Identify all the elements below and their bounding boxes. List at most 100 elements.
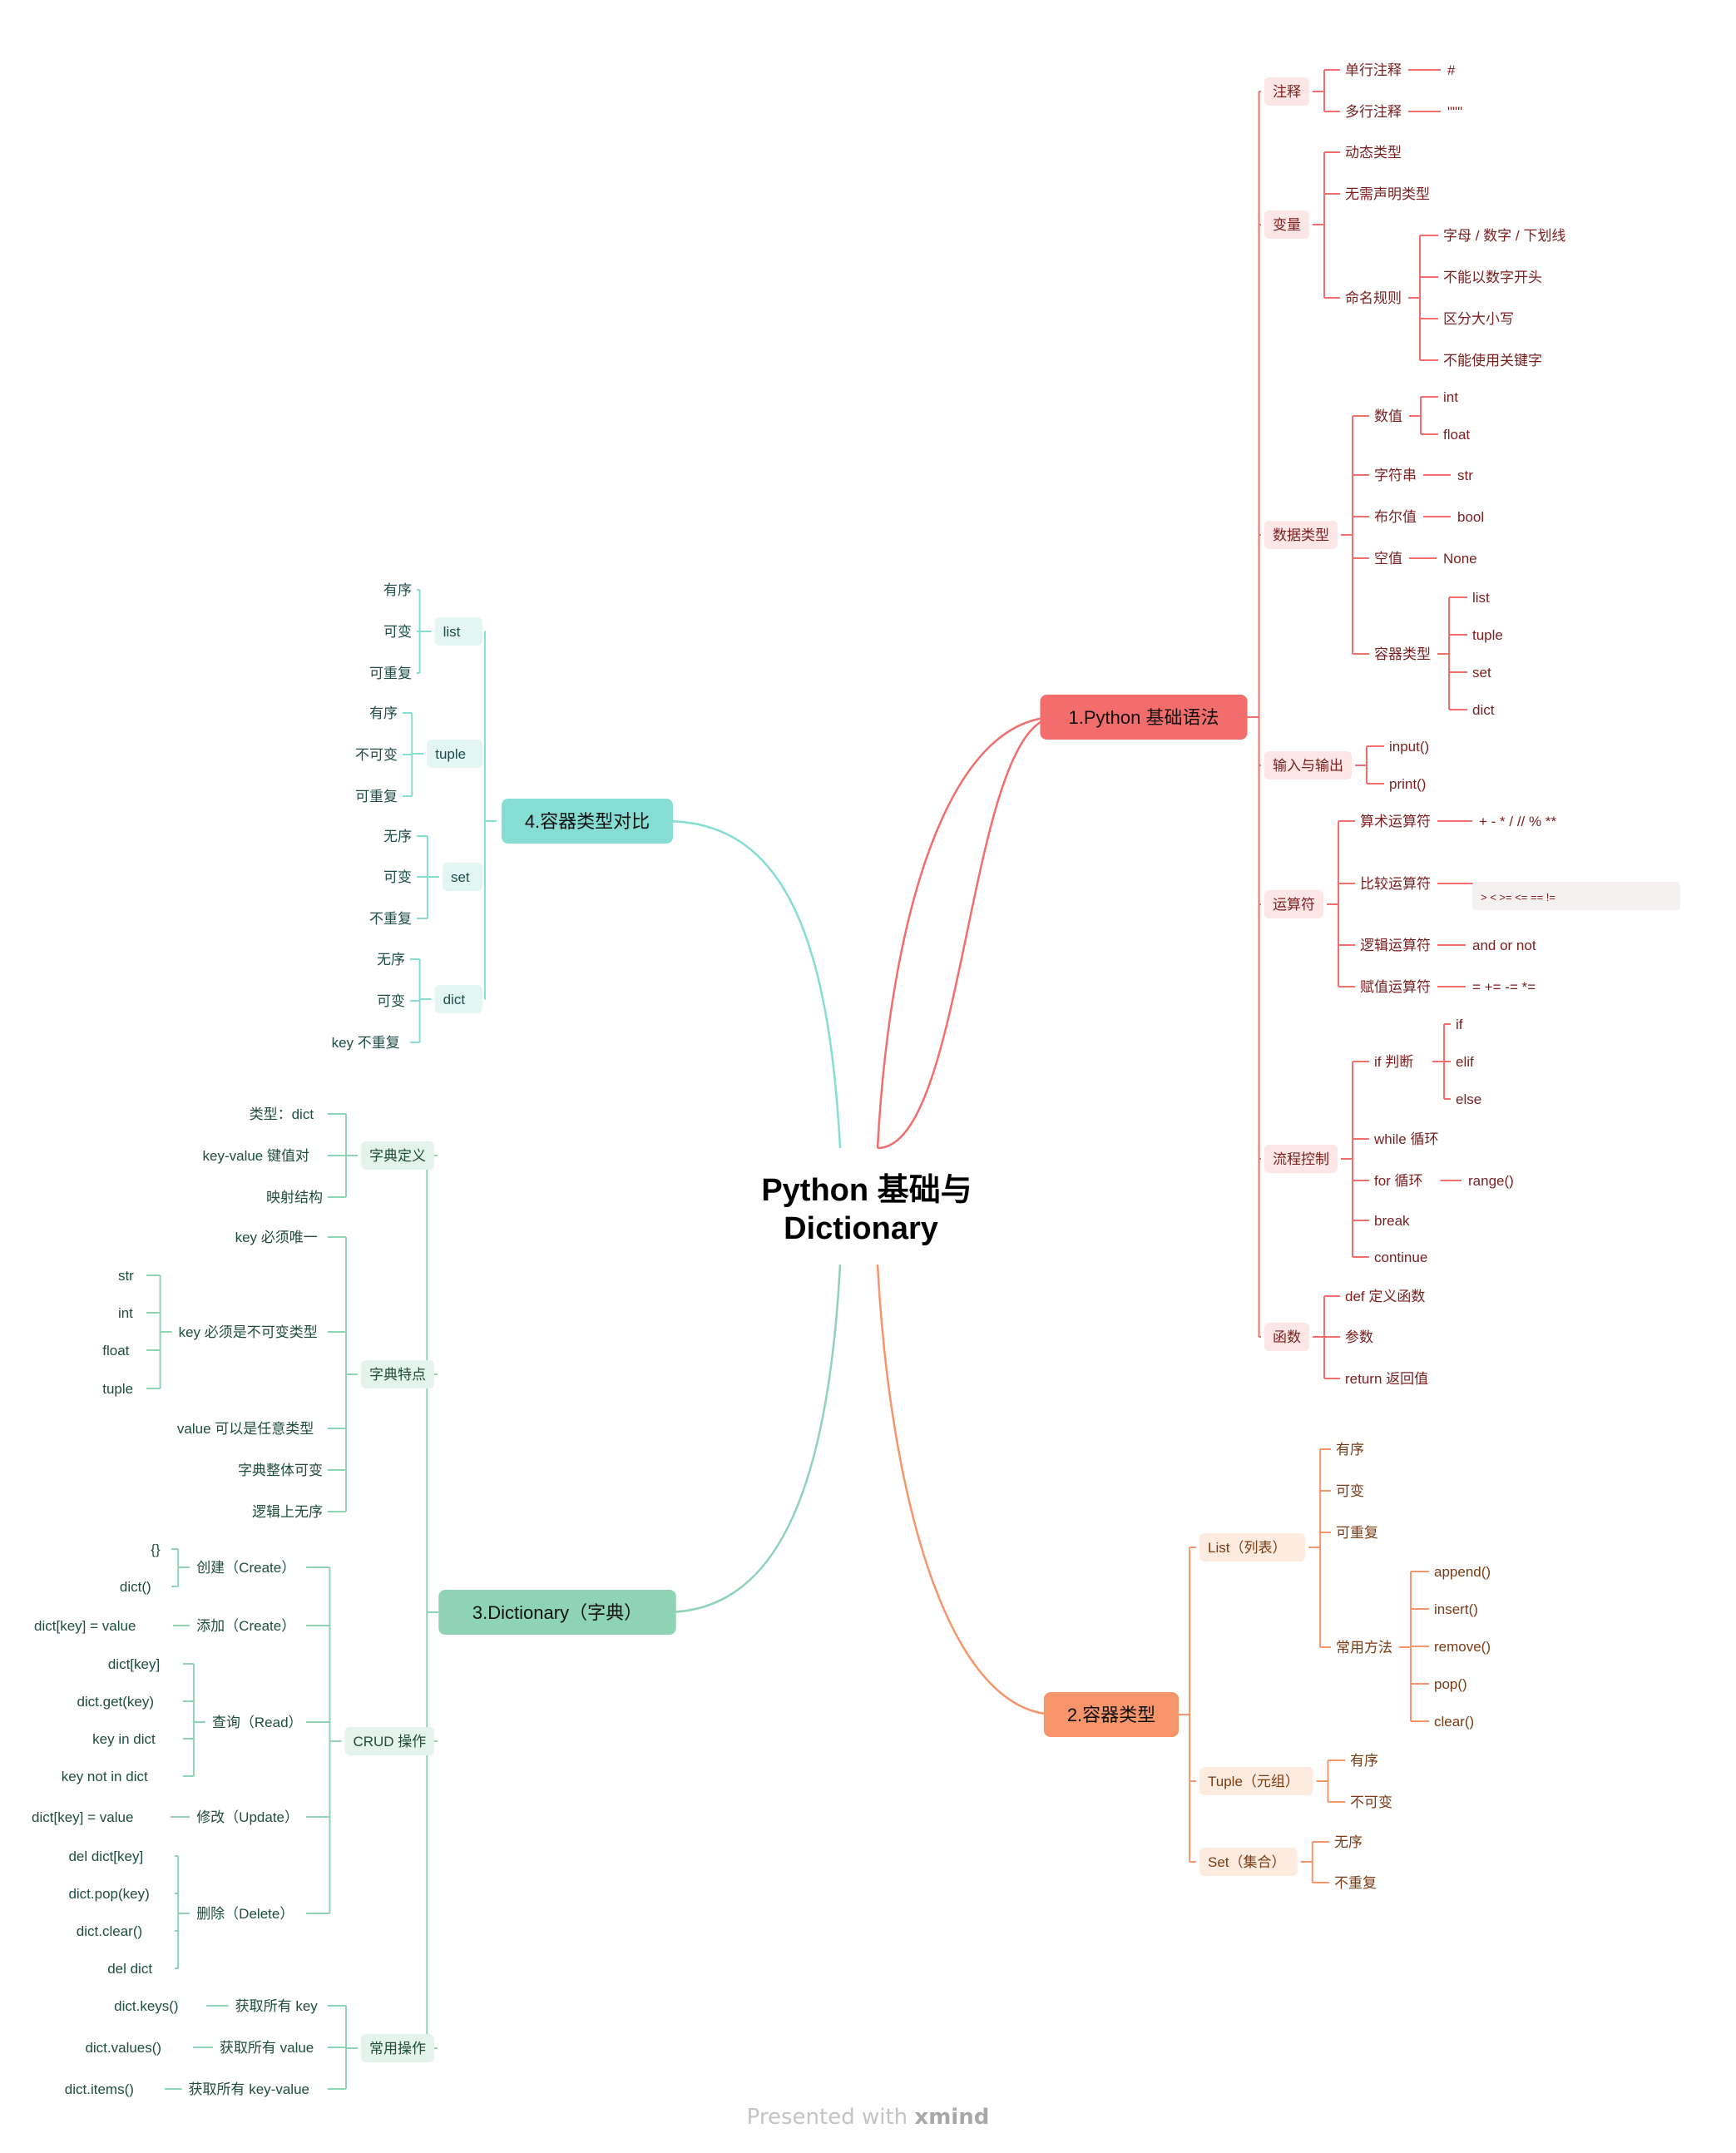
leaf-topic[interactable]: str <box>118 1268 134 1284</box>
leaf-topic[interactable]: 参数 <box>1345 1329 1373 1345</box>
leaf-topic[interactable]: 有序 <box>369 705 398 721</box>
leaf-topic[interactable]: 获取所有 value <box>220 2040 314 2056</box>
leaf-topic[interactable]: while 循环 <box>1373 1131 1438 1147</box>
leaf-topic[interactable]: insert() <box>1434 1601 1478 1617</box>
leaf-topic[interactable]: key 必须是不可变类型 <box>179 1324 318 1340</box>
subtopic[interactable]: 数据类型 <box>1264 521 1338 549</box>
leaf-topic[interactable]: 删除（Delete） <box>196 1906 294 1922</box>
subtopic[interactable]: 变量 <box>1264 210 1309 239</box>
subtopic[interactable]: 流程控制 <box>1264 1145 1338 1173</box>
leaf-topic[interactable]: range() <box>1468 1173 1514 1189</box>
leaf-topic[interactable]: dict[key] = value <box>34 1618 136 1634</box>
leaf-topic[interactable]: pop() <box>1434 1676 1467 1692</box>
leaf-topic[interactable]: set <box>1472 665 1491 681</box>
subtopic[interactable]: 输入与输出 <box>1264 751 1352 780</box>
leaf-topic[interactable]: 有序 <box>383 582 412 598</box>
leaf-topic[interactable]: 修改（Update） <box>196 1809 299 1825</box>
leaf-topic[interactable]: 不重复 <box>1334 1875 1377 1891</box>
leaf-topic[interactable]: dict() <box>120 1579 151 1595</box>
subtopic[interactable]: Set（集合） <box>1199 1848 1298 1876</box>
leaf-topic[interactable]: 查询（Read） <box>212 1715 303 1730</box>
leaf-topic[interactable]: dict.get(key) <box>77 1694 154 1710</box>
leaf-topic[interactable]: 可变 <box>383 869 412 885</box>
leaf-topic[interactable]: 字母 / 数字 / 下划线 <box>1443 228 1565 244</box>
leaf-topic[interactable]: 区分大小写 <box>1443 311 1514 327</box>
leaf-topic[interactable]: int <box>118 1305 133 1321</box>
leaf-topic[interactable]: {} <box>151 1542 161 1557</box>
subtopic[interactable]: 常用操作 <box>361 2034 434 2062</box>
leaf-topic[interactable]: 赋值运算符 <box>1360 979 1431 995</box>
leaf-topic[interactable]: key-value 键值对 <box>203 1148 309 1164</box>
leaf-topic[interactable]: 常用方法 <box>1336 1640 1392 1656</box>
leaf-topic[interactable]: dict.pop(key) <box>68 1886 149 1902</box>
leaf-topic[interactable]: print() <box>1389 776 1426 792</box>
leaf-topic[interactable]: if 判断 <box>1374 1054 1413 1070</box>
leaf-topic[interactable]: value 可以是任意类型 <box>177 1421 314 1437</box>
leaf-topic[interactable]: > < >= <= == != <box>1472 882 1680 910</box>
leaf-topic[interactable]: + - * / // % ** <box>1479 814 1556 829</box>
subtopic[interactable]: 注释 <box>1264 77 1309 106</box>
leaf-topic[interactable]: dict.items() <box>65 2081 134 2097</box>
leaf-topic[interactable]: 可重复 <box>1336 1525 1378 1541</box>
leaf-topic[interactable]: remove() <box>1434 1639 1491 1655</box>
leaf-topic[interactable]: 无序 <box>383 829 412 844</box>
main-topic-2[interactable]: 2.容器类型 <box>1043 1692 1180 1737</box>
leaf-topic[interactable]: 有序 <box>1336 1442 1364 1458</box>
leaf-topic[interactable]: # <box>1447 62 1456 78</box>
leaf-topic[interactable]: 不可变 <box>1350 1794 1392 1810</box>
subtopic[interactable]: CRUD 操作 <box>344 1727 434 1755</box>
leaf-topic[interactable]: 可变 <box>383 624 412 640</box>
leaf-topic[interactable]: key 不重复 <box>332 1035 400 1051</box>
main-topic-3[interactable]: 3.Dictionary（字典） <box>438 1590 676 1635</box>
leaf-topic[interactable]: 添加（Create） <box>196 1618 295 1634</box>
leaf-topic[interactable]: 逻辑运算符 <box>1360 938 1431 953</box>
leaf-topic[interactable]: 数值 <box>1374 408 1402 424</box>
leaf-topic[interactable]: 映射结构 <box>266 1190 323 1205</box>
leaf-topic[interactable]: 逻辑上无序 <box>252 1504 323 1520</box>
leaf-topic[interactable]: 命名规则 <box>1345 290 1402 306</box>
leaf-topic[interactable]: 创建（Create） <box>196 1560 295 1576</box>
leaf-topic[interactable]: dict <box>1472 702 1495 718</box>
leaf-topic[interactable]: clear() <box>1434 1714 1474 1730</box>
leaf-topic[interactable]: int <box>1443 389 1458 405</box>
leaf-topic[interactable]: dict.clear() <box>77 1923 142 1939</box>
leaf-topic[interactable]: continue <box>1374 1250 1427 1265</box>
leaf-topic[interactable]: float <box>1443 427 1470 443</box>
leaf-topic[interactable]: del dict[key] <box>68 1849 143 1864</box>
subtopic[interactable]: List（列表） <box>1199 1533 1306 1562</box>
leaf-topic[interactable]: and or not <box>1472 938 1536 953</box>
subtopic[interactable]: tuple <box>427 740 482 768</box>
subtopic[interactable]: 运算符 <box>1264 890 1323 918</box>
leaf-topic[interactable]: append() <box>1434 1564 1491 1580</box>
leaf-topic[interactable]: dict[key] = value <box>32 1809 133 1825</box>
subtopic[interactable]: dict <box>434 985 482 1013</box>
leaf-topic[interactable]: for 循环 <box>1374 1173 1423 1189</box>
subtopic[interactable]: list <box>434 617 482 646</box>
leaf-topic[interactable]: dict[key] <box>108 1656 160 1672</box>
leaf-topic[interactable]: float <box>102 1343 129 1359</box>
leaf-topic[interactable]: 容器类型 <box>1374 646 1431 662</box>
leaf-topic[interactable]: 不重复 <box>369 911 412 927</box>
leaf-topic[interactable]: 不可变 <box>355 747 398 763</box>
main-topic-1[interactable]: 1.Python 基础语法 <box>1040 695 1248 740</box>
leaf-topic[interactable]: = += -= *= <box>1472 979 1536 995</box>
subtopic[interactable]: Tuple（元组） <box>1199 1767 1313 1795</box>
leaf-topic[interactable]: 算术运算符 <box>1360 814 1431 829</box>
leaf-topic[interactable]: key not in dict <box>62 1769 148 1784</box>
leaf-topic[interactable]: dict.values() <box>85 2040 161 2056</box>
leaf-topic[interactable]: 无序 <box>377 952 405 968</box>
leaf-topic[interactable]: 类型：dict <box>250 1106 314 1122</box>
leaf-topic[interactable]: 动态类型 <box>1345 145 1402 161</box>
subtopic[interactable]: 字典定义 <box>361 1141 434 1170</box>
leaf-topic[interactable]: 获取所有 key <box>235 1998 319 2014</box>
leaf-topic[interactable]: 布尔值 <box>1374 509 1417 525</box>
leaf-topic[interactable]: key in dict <box>92 1731 156 1747</box>
leaf-topic[interactable]: 可变 <box>1336 1483 1364 1499</box>
leaf-topic[interactable]: input() <box>1389 739 1429 755</box>
leaf-topic[interactable]: 多行注释 <box>1345 104 1402 120</box>
leaf-topic[interactable]: del dict <box>107 1961 152 1977</box>
leaf-topic[interactable]: 获取所有 key-value <box>189 2081 309 2097</box>
leaf-topic[interactable]: 比较运算符 <box>1360 876 1431 892</box>
leaf-topic[interactable]: str <box>1457 468 1473 483</box>
